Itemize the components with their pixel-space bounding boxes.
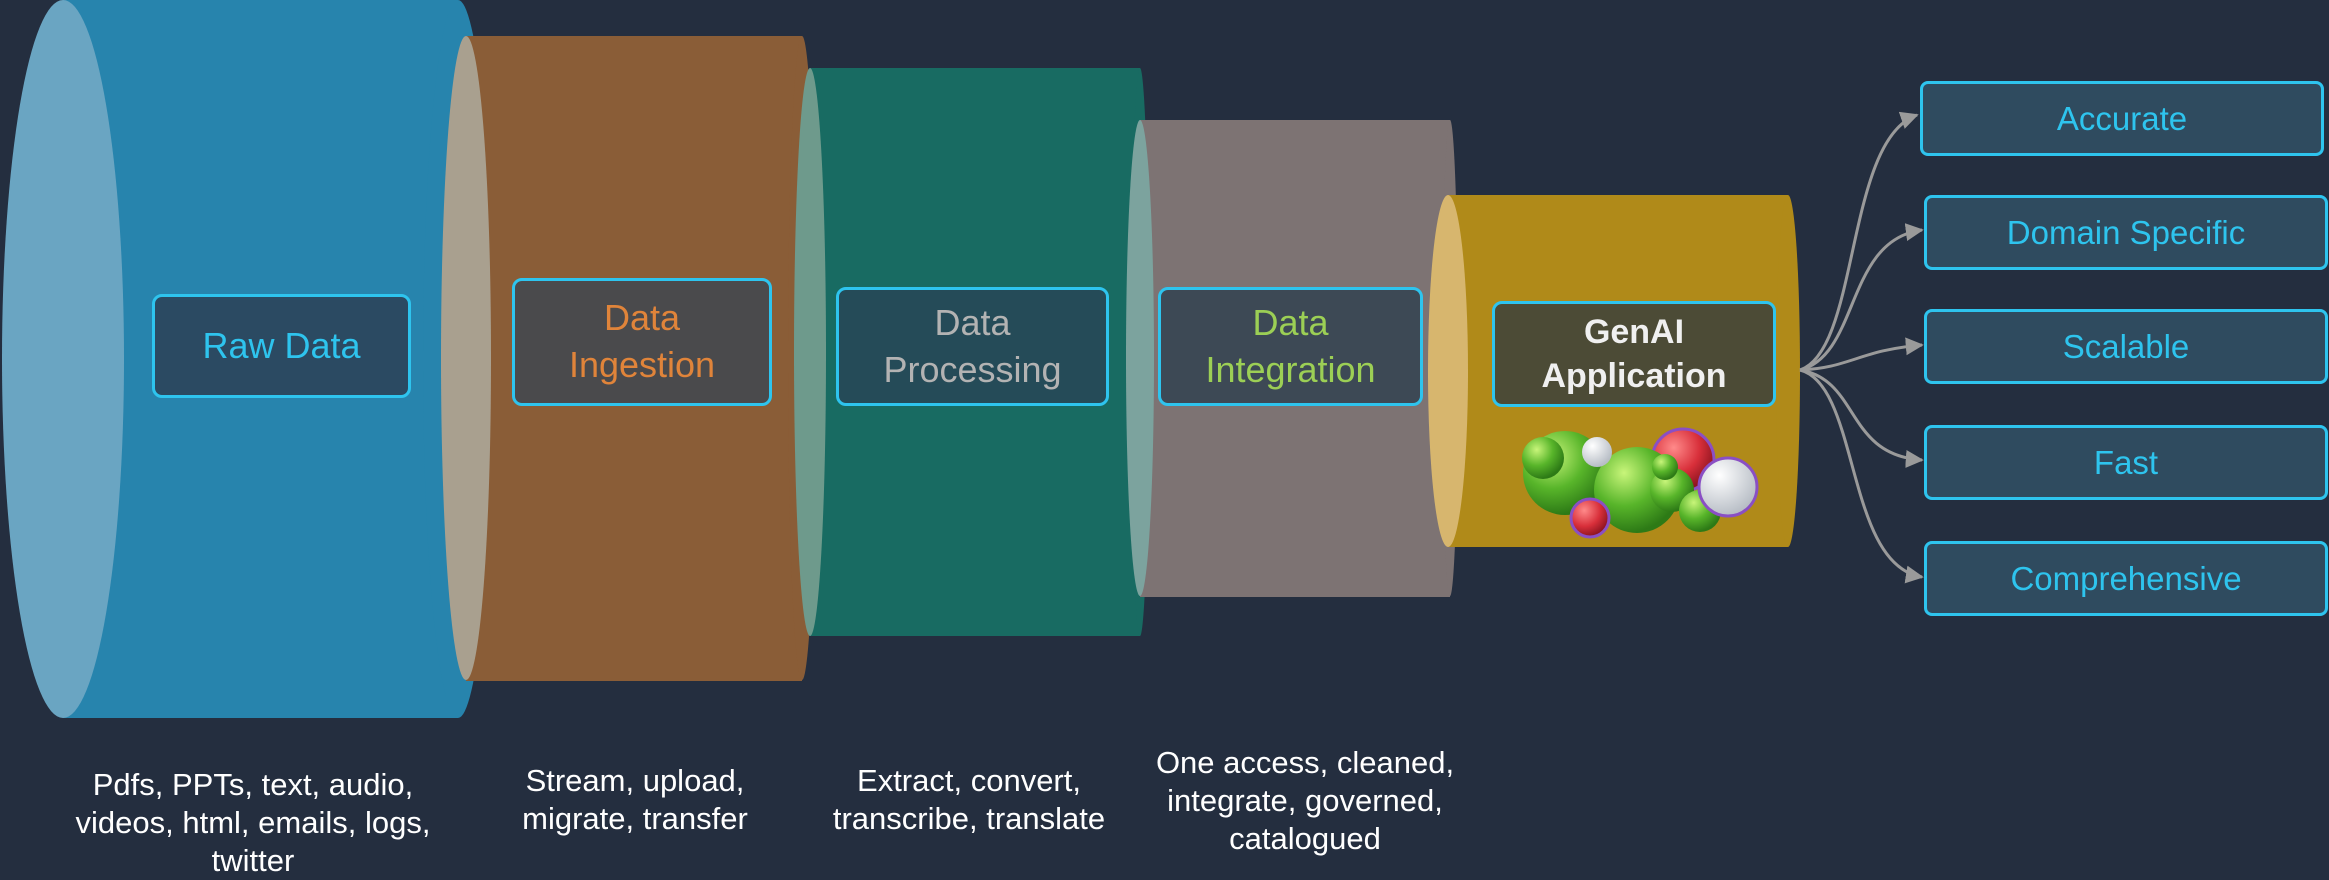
stage-title-line: Raw Data (202, 324, 361, 366)
stage-title-line: Data (603, 297, 681, 339)
stage-description-data-processing: Extract, convert, transcribe, translate (832, 763, 1106, 836)
curved-arrow-icon (1799, 368, 1924, 468)
bubble-cluster-icon (1522, 427, 1759, 539)
outcome-domain-specific: Domain Specific (1924, 195, 2328, 270)
curved-arrow-icon (1799, 111, 1919, 372)
curved-arrow-icon (1799, 337, 1924, 372)
stage-title-line: Data (1252, 301, 1329, 343)
outcome-scalable: Scalable (1924, 309, 2328, 384)
curved-arrow-icon (1799, 223, 1924, 372)
outcome-accurate: Accurate (1920, 81, 2324, 156)
stage-description-raw-data: Pdfs, PPTs, text, audio, videos, html, e… (75, 767, 431, 878)
stage-label-data-integration: Data Integration (1158, 287, 1423, 406)
stage-title-line: Data (934, 301, 1011, 343)
stage-description-data-ingestion: Stream, upload, migrate, transfer (522, 763, 748, 836)
stage-title-line: Processing (883, 348, 1062, 390)
stage-label-raw-data: Raw Data (152, 294, 411, 398)
curved-arrow-icon (1799, 368, 1924, 584)
stage-title-line: Ingestion (568, 344, 716, 385)
stage-title-line: GenAI (1583, 312, 1685, 351)
stage-title-line: Integration (1205, 348, 1376, 390)
stage-label-data-ingestion: Data Ingestion (512, 278, 772, 406)
outcome-arrows (1799, 111, 1924, 584)
stage-description-data-integration: One access, cleaned, integrate, governed… (1155, 745, 1455, 856)
outcome-fast: Fast (1924, 425, 2328, 500)
stage-label-genai-application: GenAI Application (1492, 301, 1776, 407)
stage-title-line: Application (1541, 357, 1727, 395)
outcome-comprehensive: Comprehensive (1924, 541, 2328, 616)
stage-label-data-processing: Data Processing (836, 287, 1109, 406)
